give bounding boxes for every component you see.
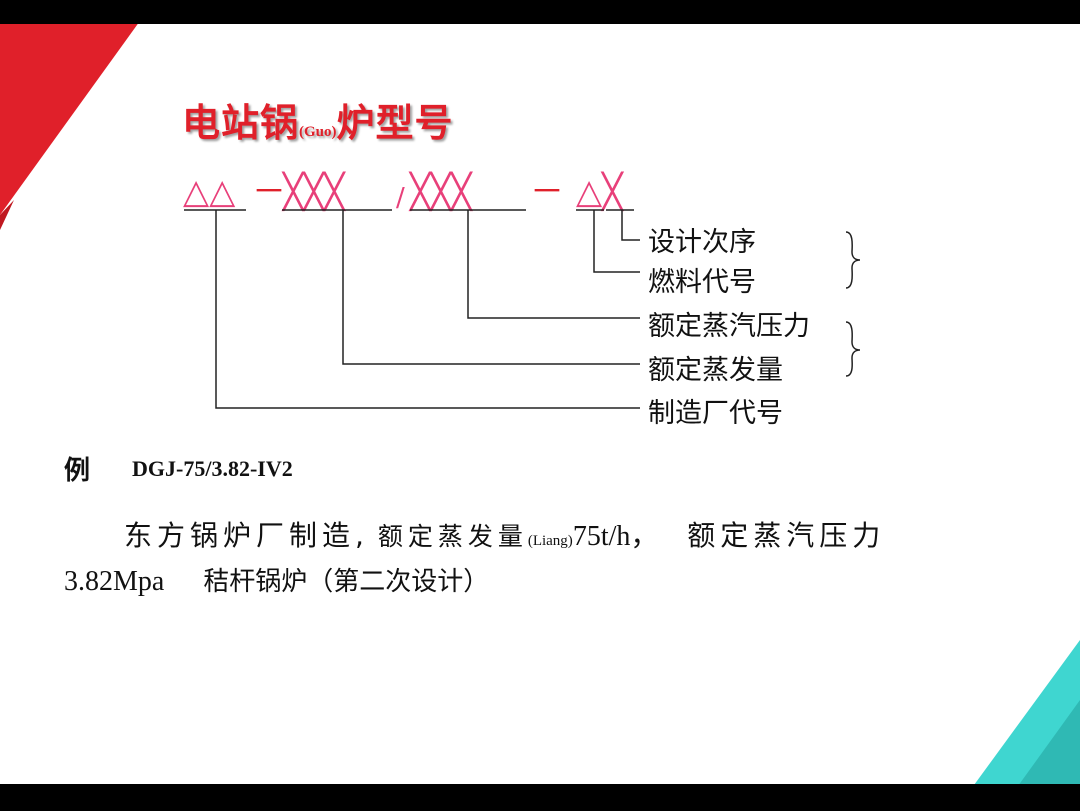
legend-rated-steam-pressure: 额定蒸汽压力 (648, 311, 810, 342)
example-pressure-value: 3.82Mpa (64, 566, 165, 597)
title-text-2: 炉型号 (336, 101, 454, 145)
red-corner-shape (0, 0, 155, 215)
example-code: DGJ-75/3.82-IV2 (132, 456, 293, 481)
example-line-2: 3.82Mpa 秸杆锅炉（第二次设计） (64, 561, 489, 598)
code-part-fuel-sequence: △╳ (576, 172, 623, 212)
example-evaporation-label: 额定蒸发量 (377, 522, 528, 551)
legend-manufacturer-code: 制造厂代号 (648, 398, 783, 429)
slide-title: 电站锅(Guo)炉型号 (182, 92, 454, 147)
code-dash-1: － (252, 172, 286, 212)
example-small-text: (Liang) (527, 533, 573, 549)
legend-rated-evaporation: 额定蒸发量 (648, 355, 783, 386)
title-text-1: 电站锅 (182, 101, 300, 145)
example-evaporation-value: 75t/h， (572, 521, 659, 552)
legend-design-sequence: 设计次序 (648, 227, 756, 258)
code-slash: / (396, 183, 405, 213)
example-pressure-label: 额定蒸汽压力 (687, 519, 886, 552)
red-corner-shadow (0, 200, 14, 230)
code-part-manufacturer: △△ (183, 172, 236, 212)
example-label: 例 (64, 456, 91, 486)
example-line-1: 东方锅炉厂制造, 额定蒸发量(Liang)75t/h， 额定蒸汽压力 (124, 514, 885, 554)
cyan-corner-shadow (1000, 700, 1080, 811)
example-manufacturer-text: 东方锅炉厂制造, (124, 519, 369, 552)
legend-fuel-code: 燃料代号 (648, 267, 756, 298)
example-boiler-type: 秸杆锅炉（第二次设计） (203, 567, 490, 597)
bottom-black-bar (0, 784, 1080, 811)
code-part-capacity: ╳╳╳ (283, 172, 345, 212)
top-black-bar (0, 0, 1080, 24)
code-part-pressure: ╳╳╳ (410, 172, 472, 212)
title-small-text: (Guo) (299, 124, 337, 140)
code-dash-2: － (530, 172, 564, 212)
